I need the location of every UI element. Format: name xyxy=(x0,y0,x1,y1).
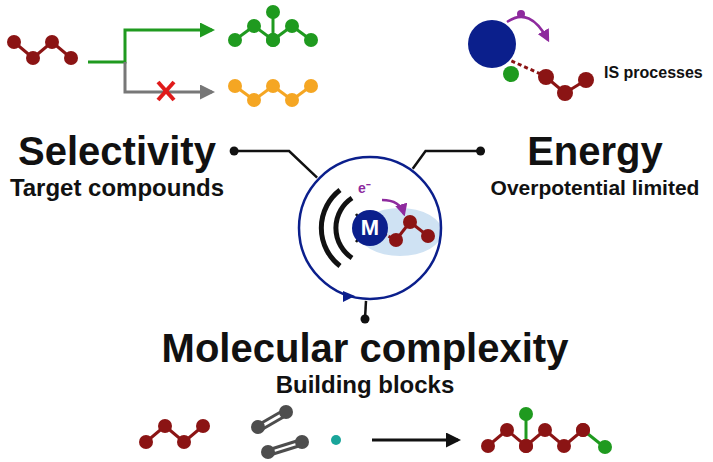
molecule xyxy=(7,35,78,65)
molecule xyxy=(139,419,210,449)
connector-dot xyxy=(230,147,239,156)
atom xyxy=(7,35,21,49)
connector-dot xyxy=(476,147,485,156)
atom xyxy=(266,79,280,93)
atom xyxy=(576,423,590,437)
atom xyxy=(266,33,280,47)
bond xyxy=(158,82,174,100)
atom xyxy=(578,72,594,88)
molecule xyxy=(228,5,318,47)
atom xyxy=(557,439,571,453)
atom xyxy=(247,93,261,107)
atom xyxy=(279,405,293,419)
subheading: Building blocks xyxy=(162,371,569,399)
connector xyxy=(234,151,317,178)
atom xyxy=(557,85,573,101)
bond xyxy=(158,82,174,100)
atom xyxy=(26,51,40,65)
atom xyxy=(285,93,299,107)
atom xyxy=(331,435,341,445)
atom xyxy=(247,19,261,33)
atom xyxy=(304,79,318,93)
heading: Molecular complexity xyxy=(162,325,569,371)
atom xyxy=(64,51,78,65)
molecule xyxy=(228,79,318,107)
atom xyxy=(139,435,153,449)
heading: Selectivity xyxy=(10,128,224,174)
atom xyxy=(295,435,309,449)
atom xyxy=(519,439,533,453)
atom xyxy=(538,423,552,437)
atom xyxy=(304,33,318,47)
atom xyxy=(481,439,495,453)
atom xyxy=(598,440,612,454)
arrow xyxy=(372,439,458,442)
atom xyxy=(500,423,514,437)
arrow xyxy=(336,198,352,258)
connector xyxy=(413,151,481,169)
atom xyxy=(177,435,191,449)
atom xyxy=(158,419,172,433)
atom xyxy=(251,420,265,434)
label-block: Molecular complexityBuilding blocks xyxy=(162,325,569,399)
atom xyxy=(261,445,275,459)
arrow xyxy=(321,190,340,266)
cross-mark xyxy=(158,82,174,100)
subheading: Overpotential limited xyxy=(491,174,700,202)
atom xyxy=(266,33,280,47)
atom xyxy=(468,20,516,68)
atom xyxy=(421,229,435,243)
atom xyxy=(576,423,590,437)
atom xyxy=(285,19,299,33)
electron-symbol: e⁻ xyxy=(358,178,371,197)
cycle-circle: M xyxy=(297,155,443,301)
label-block: SelectivityTarget compounds xyxy=(10,128,224,202)
atom xyxy=(519,407,533,421)
molecule xyxy=(251,405,309,459)
atom xyxy=(503,66,519,82)
subheading: Target compounds xyxy=(10,174,224,202)
arrow xyxy=(382,200,404,214)
atom xyxy=(45,35,59,49)
atom xyxy=(228,79,242,93)
arrow xyxy=(507,17,548,40)
atom xyxy=(228,33,242,47)
molecule xyxy=(481,407,612,454)
molecule xyxy=(384,215,435,247)
arrow xyxy=(88,30,212,62)
atom xyxy=(403,215,417,229)
connector-dot xyxy=(360,315,369,324)
atom xyxy=(266,5,280,19)
label-block: EnergyOverpotential limited xyxy=(491,128,700,202)
heading: Energy xyxy=(491,128,700,174)
atom xyxy=(519,439,533,453)
molecule xyxy=(538,69,594,101)
metal-symbol: M xyxy=(361,217,379,239)
process-label: IS processes xyxy=(604,64,703,82)
atom xyxy=(538,69,554,85)
atom xyxy=(196,419,210,433)
